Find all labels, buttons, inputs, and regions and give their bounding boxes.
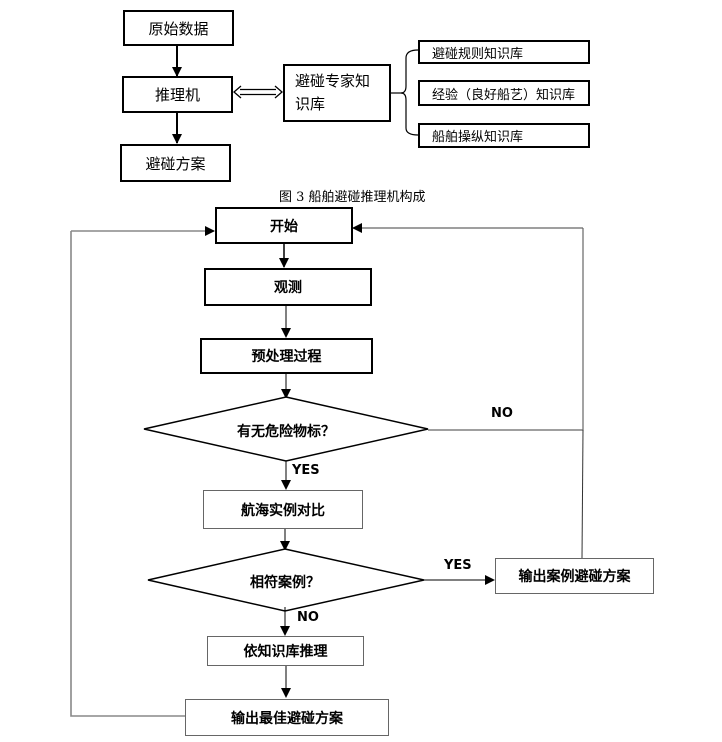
raw-data-box: 原始数据 xyxy=(123,10,234,46)
preprocess-label: 预处理过程 xyxy=(251,349,322,365)
output-case-label: 输出案例避碰方案 xyxy=(518,569,631,585)
double-arrow-engine-kb xyxy=(233,85,283,99)
decision1-label: 有无危险物标？ xyxy=(237,424,335,440)
decision2-label: 相符案例？ xyxy=(250,575,320,591)
avoidance-plan-box: 避碰方案 xyxy=(120,144,231,182)
compare-box: 航海实例对比 xyxy=(203,490,363,529)
decision1-no-path xyxy=(428,228,584,431)
avoidance-plan-label: 避碰方案 xyxy=(145,154,206,173)
sub-kb-experience-box: 经验（良好船艺）知识库 xyxy=(418,80,590,106)
compare-label: 航海实例对比 xyxy=(241,502,325,519)
raw-data-label: 原始数据 xyxy=(148,19,209,38)
decision1-yes-label: YES xyxy=(292,463,320,478)
kb-reasoning-box: 依知识库推理 xyxy=(207,636,364,666)
kb-reasoning-label: 依知识库推理 xyxy=(243,644,328,660)
inference-engine-box: 推理机 xyxy=(122,76,233,113)
sub-kb-rules-box: 避碰规则知识库 xyxy=(418,40,590,64)
inference-engine-label: 推理机 xyxy=(154,86,200,104)
observe-box: 观测 xyxy=(204,268,372,306)
output-best-label: 输出最佳避碰方案 xyxy=(231,710,343,727)
output-case-up-line xyxy=(581,429,584,559)
output-best-box: 输出最佳避碰方案 xyxy=(185,699,389,736)
preprocess-box: 预处理过程 xyxy=(200,338,373,374)
start-box: 开始 xyxy=(215,207,353,244)
decision2-yes-label: YES xyxy=(444,558,472,573)
expert-kb-box: 避碰专家知识库 xyxy=(283,64,391,122)
output-case-box: 输出案例避碰方案 xyxy=(495,558,654,594)
figure-caption: 图 3 船舶避碰推理机构成 xyxy=(279,190,426,205)
curly-bracket xyxy=(400,49,419,136)
sub-kb-maneuvering-label: 船舶操纵知识库 xyxy=(432,130,524,145)
sub-kb-maneuvering-box: 船舶操纵知识库 xyxy=(418,123,590,148)
expert-kb-label: 避碰专家知识库 xyxy=(295,72,371,113)
decision2-no-label: NO xyxy=(297,610,319,625)
sub-kb-experience-label: 经验（良好船艺）知识库 xyxy=(432,87,576,103)
loop-left-path xyxy=(70,231,185,717)
decision1-no-label: NO xyxy=(491,406,513,421)
start-label: 开始 xyxy=(270,218,298,235)
sub-kb-rules-label: 避碰规则知识库 xyxy=(432,46,524,62)
observe-label: 观测 xyxy=(274,280,302,296)
